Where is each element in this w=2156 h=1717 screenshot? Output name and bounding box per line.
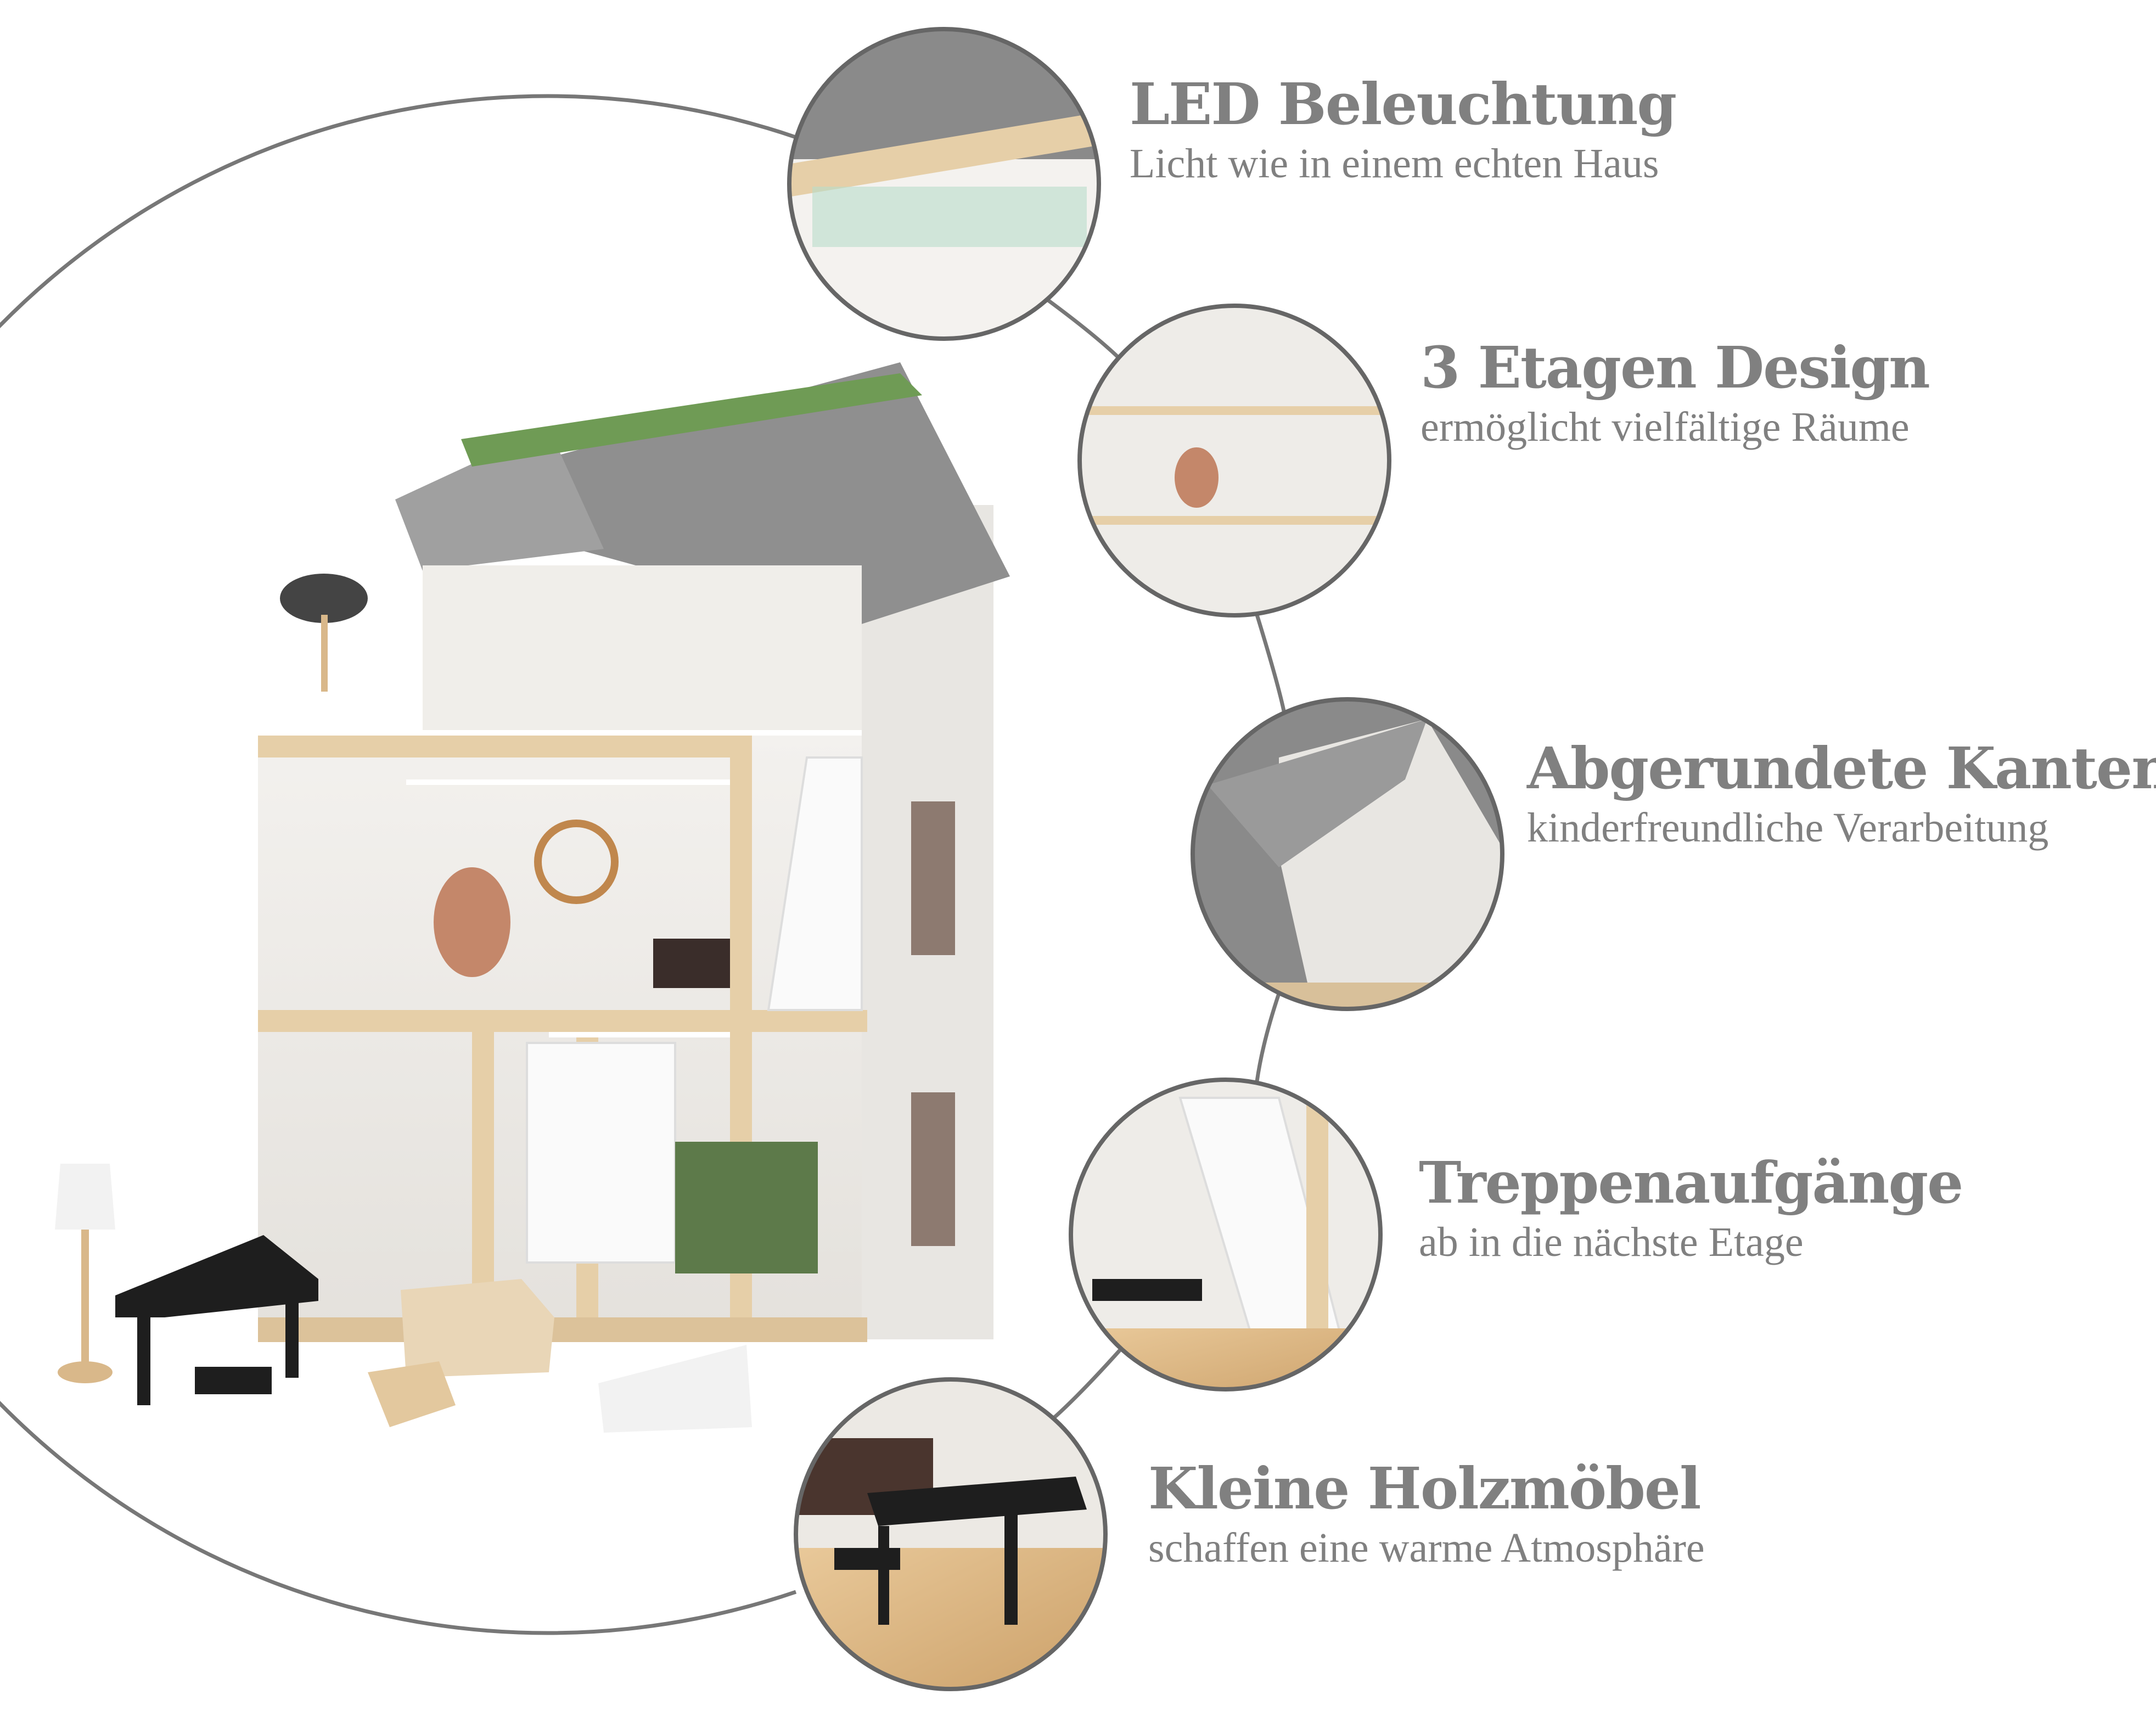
feature-subtitle: schaffen eine warme Atmosphäre [1148, 1525, 1705, 1571]
furniture [55, 1164, 752, 1433]
decorative-arc [0, 94, 797, 1635]
feature-subtitle: Licht wie in einem echten Haus [1130, 141, 1659, 187]
feature-subtitle: ermöglicht vielfältige Räume [1421, 404, 1910, 450]
detail-circle-2 [1077, 304, 1391, 618]
detail-edges-image [1193, 699, 1502, 1009]
feature-edges: Abgerundete Kanten kinderfreundliche Ver… [1527, 736, 2156, 854]
feature-stairs: Treppenaufgänge ab in die nächste Etage [1419, 1149, 1963, 1269]
dollhouse [258, 362, 1010, 1342]
connector-line [1041, 295, 1287, 1429]
feature-title: 3 Etagen Design [1421, 334, 1930, 401]
feature-led: LED Beleuchtung Licht wie in einem echte… [1130, 70, 1677, 190]
feature-title: LED Beleuchtung [1130, 70, 1677, 138]
feature-title: Treppenaufgänge [1419, 1149, 1963, 1216]
feature-subtitle: ab in die nächste Etage [1419, 1219, 1804, 1265]
detail-stairs-image [1071, 1080, 1380, 1389]
detail-circle-1 [787, 27, 1101, 341]
feature-title: Abgerundete Kanten [1527, 734, 2156, 802]
feature-furniture: Kleine Holzmöbel schaffen eine warme Atm… [1148, 1456, 1705, 1574]
detail-circle-4 [1069, 1078, 1383, 1391]
feature-subtitle: kinderfreundliche Verarbeitung [1527, 805, 2049, 851]
detail-furniture-image [796, 1379, 1105, 1689]
feature-floors: 3 Etagen Design ermöglicht vielfältige R… [1421, 334, 1930, 453]
detail-floors-image [1080, 306, 1389, 615]
detail-circle-3 [1191, 697, 1504, 1011]
detail-circle-5 [794, 1377, 1108, 1691]
feature-title: Kleine Holzmöbel [1148, 1455, 1702, 1522]
